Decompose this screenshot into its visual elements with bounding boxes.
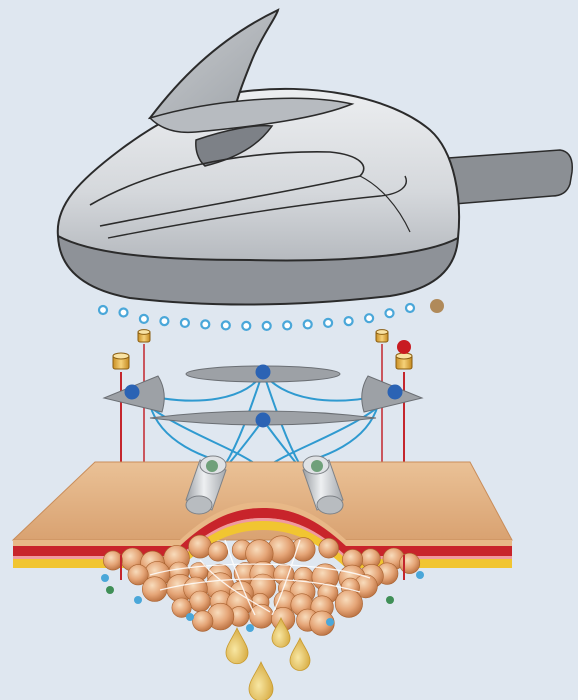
laser-probe-icon <box>376 330 388 342</box>
fat-droplet-icon <box>249 662 273 700</box>
fat-droplet-icon <box>290 638 310 671</box>
fat-cell <box>103 551 122 570</box>
vacuum-dot <box>324 319 332 327</box>
fat-droplets <box>226 618 310 700</box>
laser-probe-icon <box>396 353 412 369</box>
handpiece-applicator-icon <box>58 10 572 305</box>
vacuum-dot <box>304 320 312 328</box>
laser-probe-icon <box>138 330 150 342</box>
vacuum-dot <box>160 317 168 325</box>
vacuum-dot <box>181 319 189 327</box>
fat-cell <box>399 553 419 573</box>
tissue-speck <box>101 574 109 582</box>
tissue-speck <box>134 596 142 604</box>
vacuum-dot <box>99 306 107 314</box>
tissue-speck <box>246 624 254 632</box>
laser-probe-icon <box>113 353 129 369</box>
tissue-speck <box>386 596 394 604</box>
electrode-node <box>125 385 140 400</box>
vacuum-dot <box>386 309 394 317</box>
vacuum-dot <box>222 321 230 329</box>
laser-indicator-light <box>397 340 411 354</box>
tissue-speck <box>106 586 114 594</box>
fat-cell <box>189 535 212 558</box>
electrode-node <box>256 413 271 428</box>
fat-cell <box>208 542 228 562</box>
vacuum-dot <box>365 314 373 322</box>
electrode-array <box>104 365 422 471</box>
vacuum-dot <box>201 320 209 328</box>
vacuum-dot <box>283 321 291 329</box>
vacuum-dot <box>140 315 148 323</box>
vacuum-accent-dot <box>430 299 444 313</box>
fat-cell <box>335 590 362 617</box>
vacuum-dot <box>345 317 353 325</box>
fat-cell <box>319 538 339 558</box>
electrode-node <box>256 365 271 380</box>
tissue-speck <box>186 613 194 621</box>
vacuum-dot <box>120 309 128 317</box>
vacuum-dot <box>263 322 271 330</box>
fat-cell <box>192 611 213 632</box>
fat-cell <box>190 591 211 612</box>
tissue-speck <box>326 618 334 626</box>
tissue-speck <box>416 571 424 579</box>
electrode-node <box>388 385 403 400</box>
fat-cell <box>249 604 273 628</box>
vacuum-dot <box>242 322 250 330</box>
fat-droplet-icon <box>226 628 248 664</box>
vacuum-dots <box>99 304 414 330</box>
vacuum-dot <box>406 304 414 312</box>
